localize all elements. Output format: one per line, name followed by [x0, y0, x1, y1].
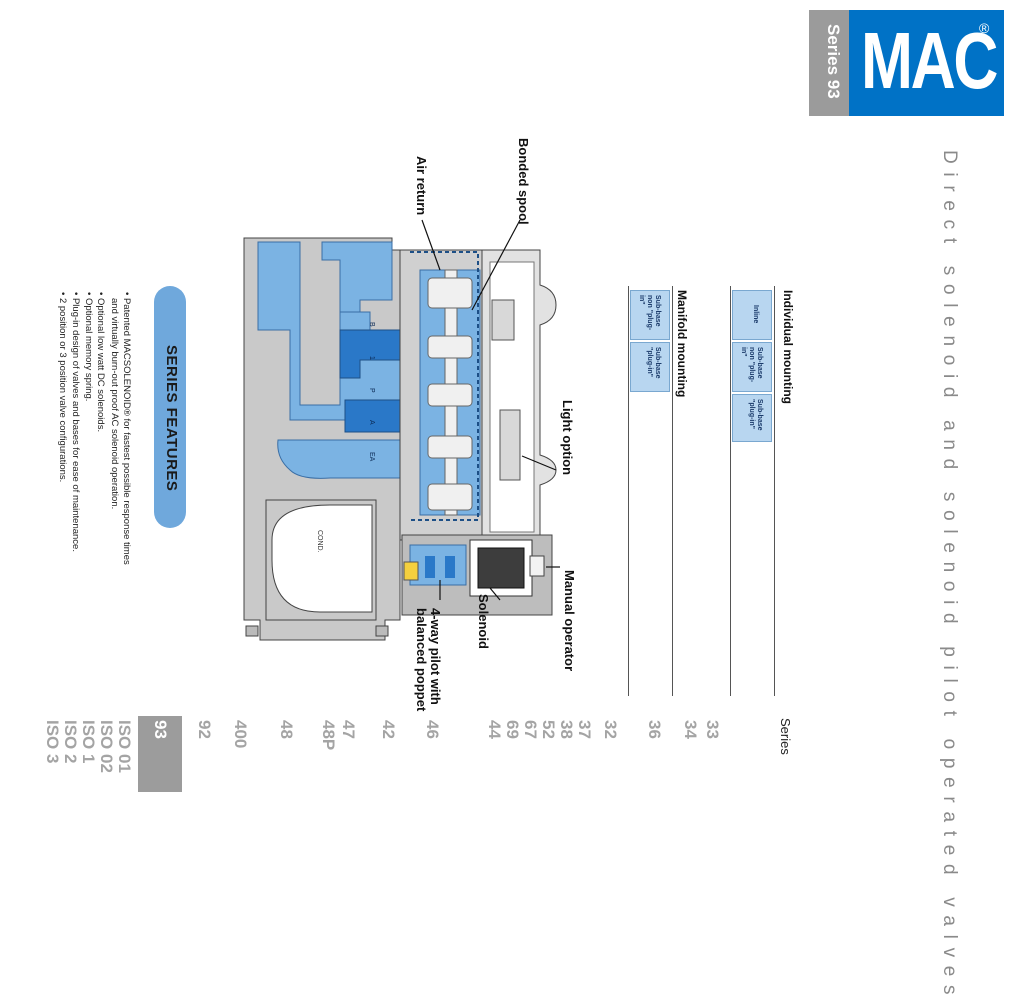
spool-land: [427, 383, 473, 407]
series-features-banner: [154, 286, 186, 528]
callout-solenoid: Solenoid: [476, 594, 491, 649]
manifold-option-cell: Sub-base non "plug-in": [630, 290, 670, 340]
callout-pilot-line-1: 4-way pilot with: [428, 608, 443, 705]
supply-passage: [344, 399, 401, 433]
callout-leader: [471, 219, 521, 311]
active-series-tab: [138, 716, 182, 792]
callout-air-return: Air return: [414, 156, 429, 216]
valve-cross-section-diagram: B 1 P A EA COND.: [243, 219, 560, 641]
callout-leader: [421, 219, 441, 271]
spool-land: [427, 483, 473, 511]
base-foot: [375, 625, 389, 637]
pilot-seal: [403, 561, 419, 581]
port-label-1: 1: [368, 356, 375, 360]
port-label-a: A: [368, 420, 375, 425]
light-option-module: [499, 409, 521, 481]
callout-manual-operator: Manual operator: [562, 570, 577, 672]
callout-pilot-line-2: balanced poppet: [414, 608, 429, 712]
brand-header: Series 93 MAC ®: [809, 10, 1004, 116]
table-rule: [774, 286, 775, 696]
port-label-ea: EA: [368, 452, 375, 462]
individual-option-cell: Inline: [732, 290, 772, 340]
brand-name: MAC: [861, 16, 998, 105]
callout-leader: [489, 587, 501, 601]
manual-operator-button: [529, 555, 545, 577]
port-label-p: P: [368, 388, 375, 393]
individual-option-cell: Sub-base "plug-in": [732, 394, 772, 442]
solenoid-core: [477, 547, 525, 589]
spool-land: [427, 435, 473, 459]
table-rule: [672, 286, 673, 696]
port-passage-upper: [321, 241, 393, 313]
port-label-b: B: [368, 322, 375, 327]
base-foot: [245, 625, 259, 637]
pilot-poppet: [445, 556, 455, 578]
terminal-block: [491, 299, 515, 341]
callout-leader: [521, 455, 557, 471]
port-passage-ea: [277, 439, 401, 479]
brand-logo: MAC ®: [849, 10, 1004, 116]
spool-land: [427, 277, 473, 309]
callout-light-option: Light option: [560, 400, 575, 476]
pilot-poppet-chamber: [409, 544, 467, 586]
table-rule: [730, 286, 731, 696]
brand-registered-mark: ®: [979, 20, 990, 36]
cond-label: COND.: [316, 530, 323, 553]
manifold-option-cell: Sub-base "plug-in": [630, 342, 670, 392]
callout-bonded-spool: Bonded spool: [516, 138, 531, 225]
individual-option-cell: Sub-base non "plug-in": [732, 342, 772, 392]
series-tab: Series 93: [809, 10, 849, 116]
table-rule: [628, 286, 629, 696]
spool-land: [427, 335, 473, 359]
cond-chamber: [271, 504, 373, 613]
pilot-poppet: [425, 556, 435, 578]
